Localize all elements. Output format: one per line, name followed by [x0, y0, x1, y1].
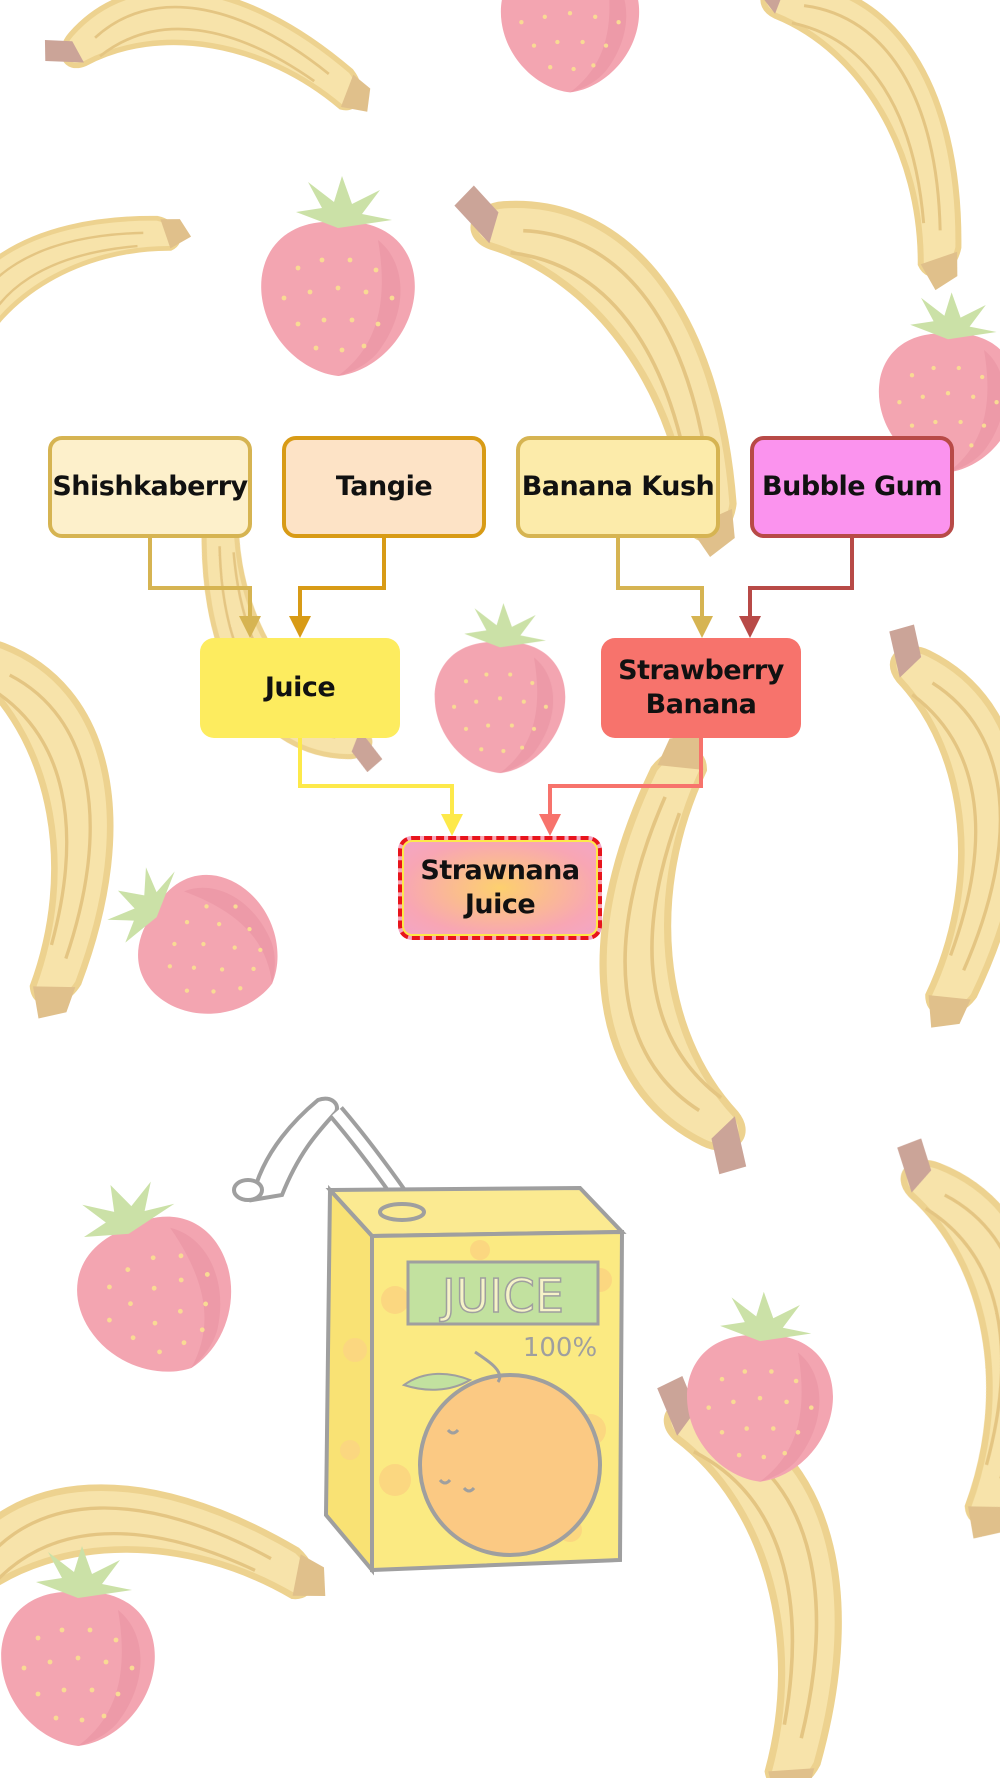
node-banana-kush[interactable]: Banana Kush	[516, 436, 720, 538]
node-label-line: Juice	[464, 889, 536, 920]
edge-juice-strawnana	[298, 738, 454, 814]
node-label: Banana Kush	[521, 471, 715, 503]
node-bubble-gum[interactable]: Bubble Gum	[750, 436, 954, 538]
arrowhead	[539, 814, 561, 836]
node-label: Bubble Gum	[762, 471, 942, 503]
arrowhead	[691, 616, 713, 638]
node-label-line: Banana	[645, 689, 757, 720]
node-label: Juice	[264, 672, 336, 704]
arrowhead	[441, 814, 463, 836]
edge-strawberry-banana-strawnana	[548, 738, 703, 814]
node-label-line: Strawnana	[420, 855, 580, 887]
node-label: Shishkaberry	[52, 471, 248, 503]
node-label: Tangie	[335, 471, 433, 503]
arrowhead	[739, 616, 761, 638]
node-strawberry-banana[interactable]: Strawberry Banana	[601, 638, 801, 738]
edge-shishkaberry-juice	[148, 538, 252, 616]
edge-banana-kush-strawberry-banana	[616, 538, 704, 616]
node-label-group: Strawnana Juice	[420, 854, 580, 922]
node-tangie[interactable]: Tangie	[282, 436, 486, 538]
edge-tangie-juice	[298, 538, 386, 616]
edge-bubble-gum-strawberry-banana	[748, 538, 854, 616]
node-label-line: Strawberry	[618, 655, 784, 687]
arrowhead	[239, 616, 261, 638]
node-label-group: Strawberry Banana	[618, 654, 784, 722]
node-juice[interactable]: Juice	[200, 638, 400, 738]
arrowhead	[289, 616, 311, 638]
juice-box-percent: 100%	[523, 1333, 597, 1363]
node-strawnana-juice[interactable]: Strawnana Juice	[398, 836, 602, 940]
juice-box-icon: JUICE 100%	[232, 1096, 627, 1576]
node-shishkaberry[interactable]: Shishkaberry	[48, 436, 252, 538]
juice-box-label: JUICE	[439, 1269, 564, 1323]
